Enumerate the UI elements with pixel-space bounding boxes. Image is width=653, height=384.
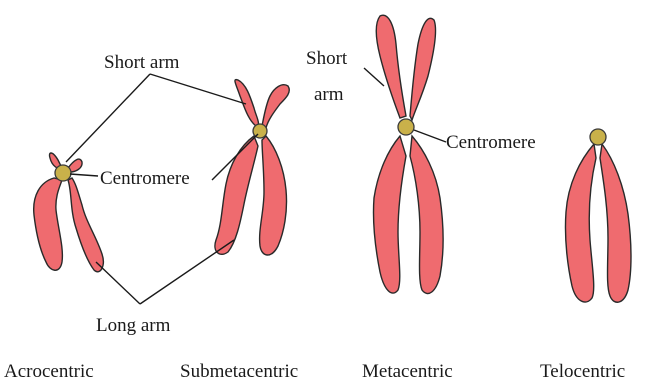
label-centromere-right: Centromere [446, 132, 536, 153]
type-telocentric: Telocentric [540, 361, 625, 382]
leader-long-arm-acrocentric [96, 262, 140, 304]
metacentric-short-arm-right [410, 18, 436, 120]
leader-short-arm-metacentric [364, 68, 384, 86]
leader-short-arm-acrocentric [66, 74, 150, 162]
telocentric-centromere [590, 129, 606, 145]
acrocentric-long-arm-left [34, 178, 63, 270]
leader-centromere-acrocentric [70, 174, 98, 176]
acrocentric-long-arm-right [68, 178, 103, 272]
metacentric-short-arm-left [376, 15, 406, 118]
type-acrocentric: Acrocentric [4, 361, 94, 382]
acrocentric-centromere [55, 165, 71, 181]
telocentric-chromosome [565, 129, 631, 302]
label-short-arm-right-line2: arm [314, 84, 344, 105]
metacentric-chromosome [373, 15, 443, 293]
metacentric-long-arm-right [410, 136, 443, 294]
submetacentric-short-arm-left [235, 80, 259, 128]
leader-long-arm-submetacentric [140, 240, 234, 304]
type-metacentric: Metacentric [362, 361, 453, 382]
leader-centromere-metacentric [414, 130, 446, 142]
submetacentric-chromosome [215, 80, 289, 255]
submetacentric-short-arm-right [262, 85, 289, 128]
telocentric-arm-left [565, 144, 596, 302]
submetacentric-centromere [253, 124, 267, 138]
label-short-arm-right-line1: Short [306, 48, 348, 69]
metacentric-long-arm-left [373, 136, 406, 293]
metacentric-centromere [398, 119, 414, 135]
acrocentric-chromosome [34, 153, 104, 272]
type-submetacentric: Submetacentric [180, 361, 298, 382]
submetacentric-long-arm-right [260, 136, 287, 255]
submetacentric-long-arm-left [215, 136, 258, 254]
telocentric-arm-right [600, 144, 631, 302]
label-centromere-left: Centromere [100, 168, 190, 189]
leader-short-arm-submetacentric [150, 74, 246, 104]
label-short-arm-left: Short arm [104, 52, 180, 73]
label-long-arm: Long arm [96, 315, 171, 336]
